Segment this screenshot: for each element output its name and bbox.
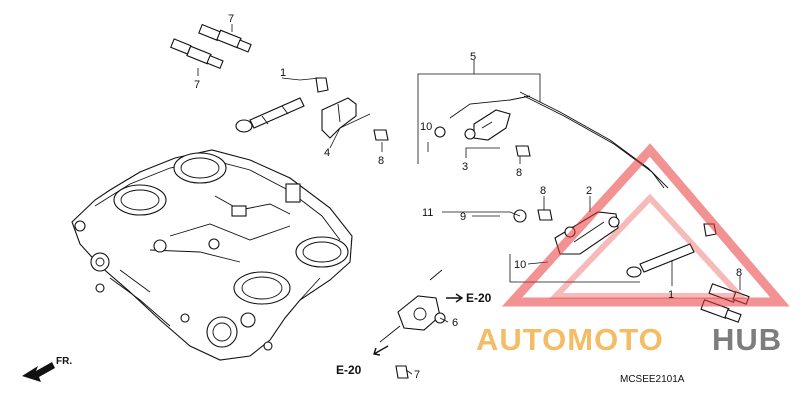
callout-10-upper: 10	[420, 121, 432, 133]
callout-7-upper: 7	[228, 13, 234, 25]
watermark-triangle	[501, 143, 790, 307]
watermark-text-hub: HUB	[712, 322, 782, 357]
part-1-shaft-upper	[235, 77, 329, 133]
part-4-bracket	[321, 97, 357, 139]
ref-arrow-icon-right	[446, 293, 464, 303]
callout-7-lower: 7	[194, 79, 200, 91]
part-8-bolt-a	[373, 129, 389, 141]
callout-3: 3	[462, 161, 468, 173]
throttle-body-assembly	[71, 149, 353, 361]
callout-9: 7	[414, 369, 420, 381]
part-1-shaft-right	[626, 223, 717, 278]
callout-6: 6	[452, 317, 458, 329]
part-7-plug-lower	[170, 38, 224, 70]
callout-4: 4	[324, 147, 330, 159]
diagram-code: MCSEE2101A	[620, 374, 685, 385]
part-6-sensor	[379, 269, 446, 343]
ref-arrow-icon-left	[373, 345, 389, 356]
part-9-bolt	[395, 365, 409, 379]
callout-7-right: 8	[736, 267, 742, 279]
callout-11: 11	[422, 207, 433, 219]
reference-e20-left[interactable]: E-20	[336, 363, 362, 377]
callout-8-a: 8	[378, 155, 384, 167]
front-arrow-icon	[22, 362, 55, 382]
callout-8-c: 8	[540, 185, 546, 197]
watermark-text-auto-moto: AUTOMOTO	[476, 322, 664, 357]
watermark: AUTOMOTO HUB	[476, 143, 790, 357]
front-direction-indicator: FR.	[22, 356, 72, 382]
callout-8-d: 9	[460, 211, 466, 223]
watermark-triangle-inner	[548, 193, 747, 299]
callout-2: 2	[586, 185, 592, 197]
callout-10-lower: 10	[514, 259, 526, 271]
part-5-group	[417, 73, 669, 189]
callout-1-right: 1	[668, 289, 674, 301]
section-references: E-20 E-20	[336, 291, 492, 377]
front-label: FR.	[56, 356, 72, 367]
callout-8-b: 8	[516, 167, 522, 179]
callouts: 7 7 1 4 8 5 10 3 8 8 2 11 9 10 1 8 6 7	[194, 13, 742, 381]
callout-1-upper: 1	[280, 67, 286, 79]
part-7-plug-upper	[198, 23, 252, 53]
reference-e20-right[interactable]: E-20	[466, 291, 492, 305]
leader-lines	[197, 24, 741, 375]
callout-5: 5	[470, 51, 476, 63]
